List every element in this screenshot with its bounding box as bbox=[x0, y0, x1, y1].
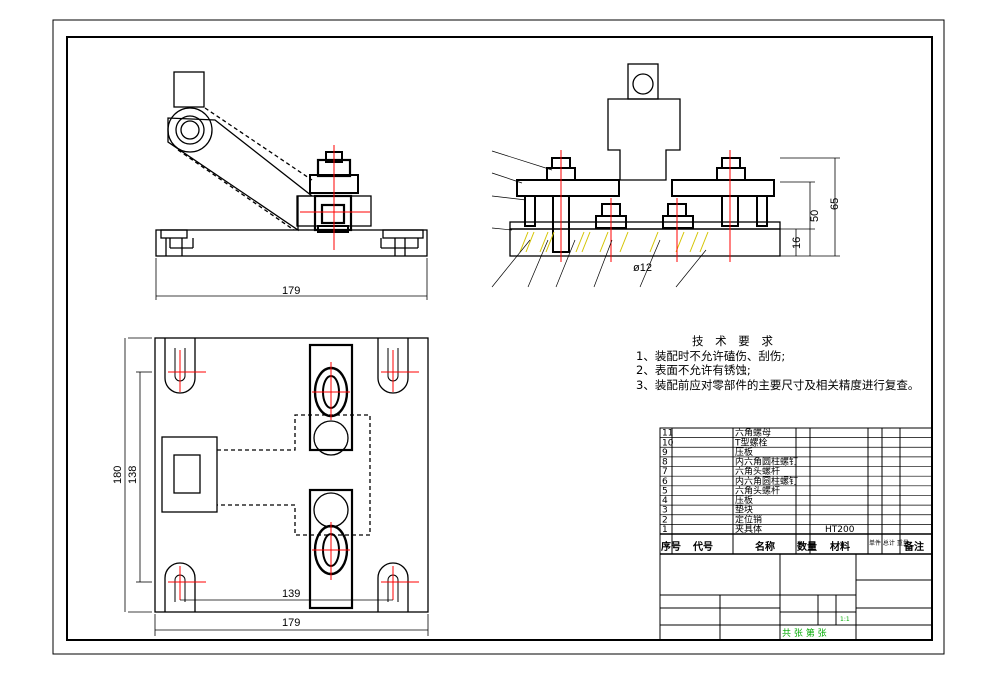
header-remark: 备注 bbox=[903, 540, 924, 553]
parts-row-seq: 7 bbox=[662, 467, 668, 477]
parts-row-name: 六角头螺杆 bbox=[735, 484, 780, 496]
requirement-item-1: 1、装配时不允许磕伤、刮伤; bbox=[636, 348, 786, 363]
sheet-total: 共 张 第 张 bbox=[782, 627, 827, 639]
header-name: 名称 bbox=[755, 540, 775, 553]
plan-view bbox=[154, 337, 429, 613]
parts-row-seq: 10 bbox=[662, 438, 674, 448]
plan-centerlines bbox=[168, 350, 419, 600]
parts-row-seq: 5 bbox=[662, 486, 668, 496]
parts-row-name: 定位销 bbox=[735, 513, 762, 525]
plan-height-inner-label: 138 bbox=[127, 466, 139, 484]
parts-row-seq: 9 bbox=[662, 448, 668, 458]
requirement-item-2: 2、表面不允许有锈蚀; bbox=[636, 363, 751, 377]
height-base-label: 16 bbox=[791, 237, 803, 249]
outer-border bbox=[52, 19, 945, 655]
front-width-dimension: 179 bbox=[155, 258, 428, 300]
parts-row-seq: 1 bbox=[662, 525, 668, 535]
requirements-title: 技 术 要 求 bbox=[692, 334, 777, 348]
plan-hole-spacing-label: 139 bbox=[282, 588, 300, 600]
height-mid-label: 50 bbox=[809, 210, 821, 222]
plan-width-label: 179 bbox=[282, 617, 300, 629]
inner-border bbox=[66, 36, 933, 641]
parts-row-name: 垫块 bbox=[735, 504, 753, 516]
header-code: 代号 bbox=[692, 540, 713, 553]
parts-row-name: 六角螺母 bbox=[735, 427, 771, 439]
parts-row-name: 压板 bbox=[735, 446, 753, 458]
parts-row-seq: 4 bbox=[662, 496, 668, 506]
plan-dimensions bbox=[124, 337, 429, 636]
header-material: 材料 bbox=[830, 540, 850, 553]
header-seq: 序号 bbox=[661, 540, 681, 553]
parts-row-name: 内六角圆柱螺钉 bbox=[735, 475, 798, 487]
parts-row-seq: 2 bbox=[662, 515, 668, 525]
parts-row-name: 六角头螺杆 bbox=[735, 465, 780, 477]
front-view bbox=[155, 71, 428, 257]
hole-diameter-label: ø12 bbox=[633, 262, 652, 274]
scale-value: 1:1 bbox=[840, 616, 850, 623]
plan-height-outer-label: 180 bbox=[112, 466, 124, 484]
header-weight: 单件 总计 重量 bbox=[869, 539, 909, 547]
title-block-rows: 11 六角螺母 10 T型螺栓 9 压板 8 内六角圆柱螺钉 7 六角头螺杆 6 内六角圆柱螺钉 5 六角… bbox=[660, 427, 932, 535]
parts-row-name: T型螺栓 bbox=[734, 436, 768, 448]
front-width-label: 179 bbox=[282, 285, 300, 297]
height-dimensions bbox=[780, 157, 840, 257]
section-view bbox=[509, 63, 781, 257]
requirement-item-3: 3、装配前应对零部件的主要尺寸及相关精度进行复查。 bbox=[636, 377, 920, 392]
parts-row-seq: 8 bbox=[662, 458, 668, 468]
parts-row-seq: 3 bbox=[662, 506, 668, 516]
parts-row-name: 夹具体 bbox=[735, 523, 762, 535]
height-total-label: 65 bbox=[829, 198, 841, 210]
parts-row-material: HT200 bbox=[825, 525, 855, 535]
section-hatching bbox=[519, 231, 709, 253]
header-qty: 数量 bbox=[797, 540, 817, 553]
part-leaders bbox=[491, 150, 707, 288]
parts-row-seq: 6 bbox=[662, 477, 668, 487]
parts-row-name: 内六角圆柱螺钉 bbox=[735, 456, 798, 468]
technical-requirements: 技 术 要 求 1、装配时不允许磕伤、刮伤; 2、表面不允许有锈蚀; 3、装配前… bbox=[636, 334, 936, 392]
section-centerlines bbox=[560, 150, 731, 262]
parts-row-name: 压板 bbox=[735, 494, 753, 506]
parts-row-seq: 11 bbox=[662, 429, 673, 439]
